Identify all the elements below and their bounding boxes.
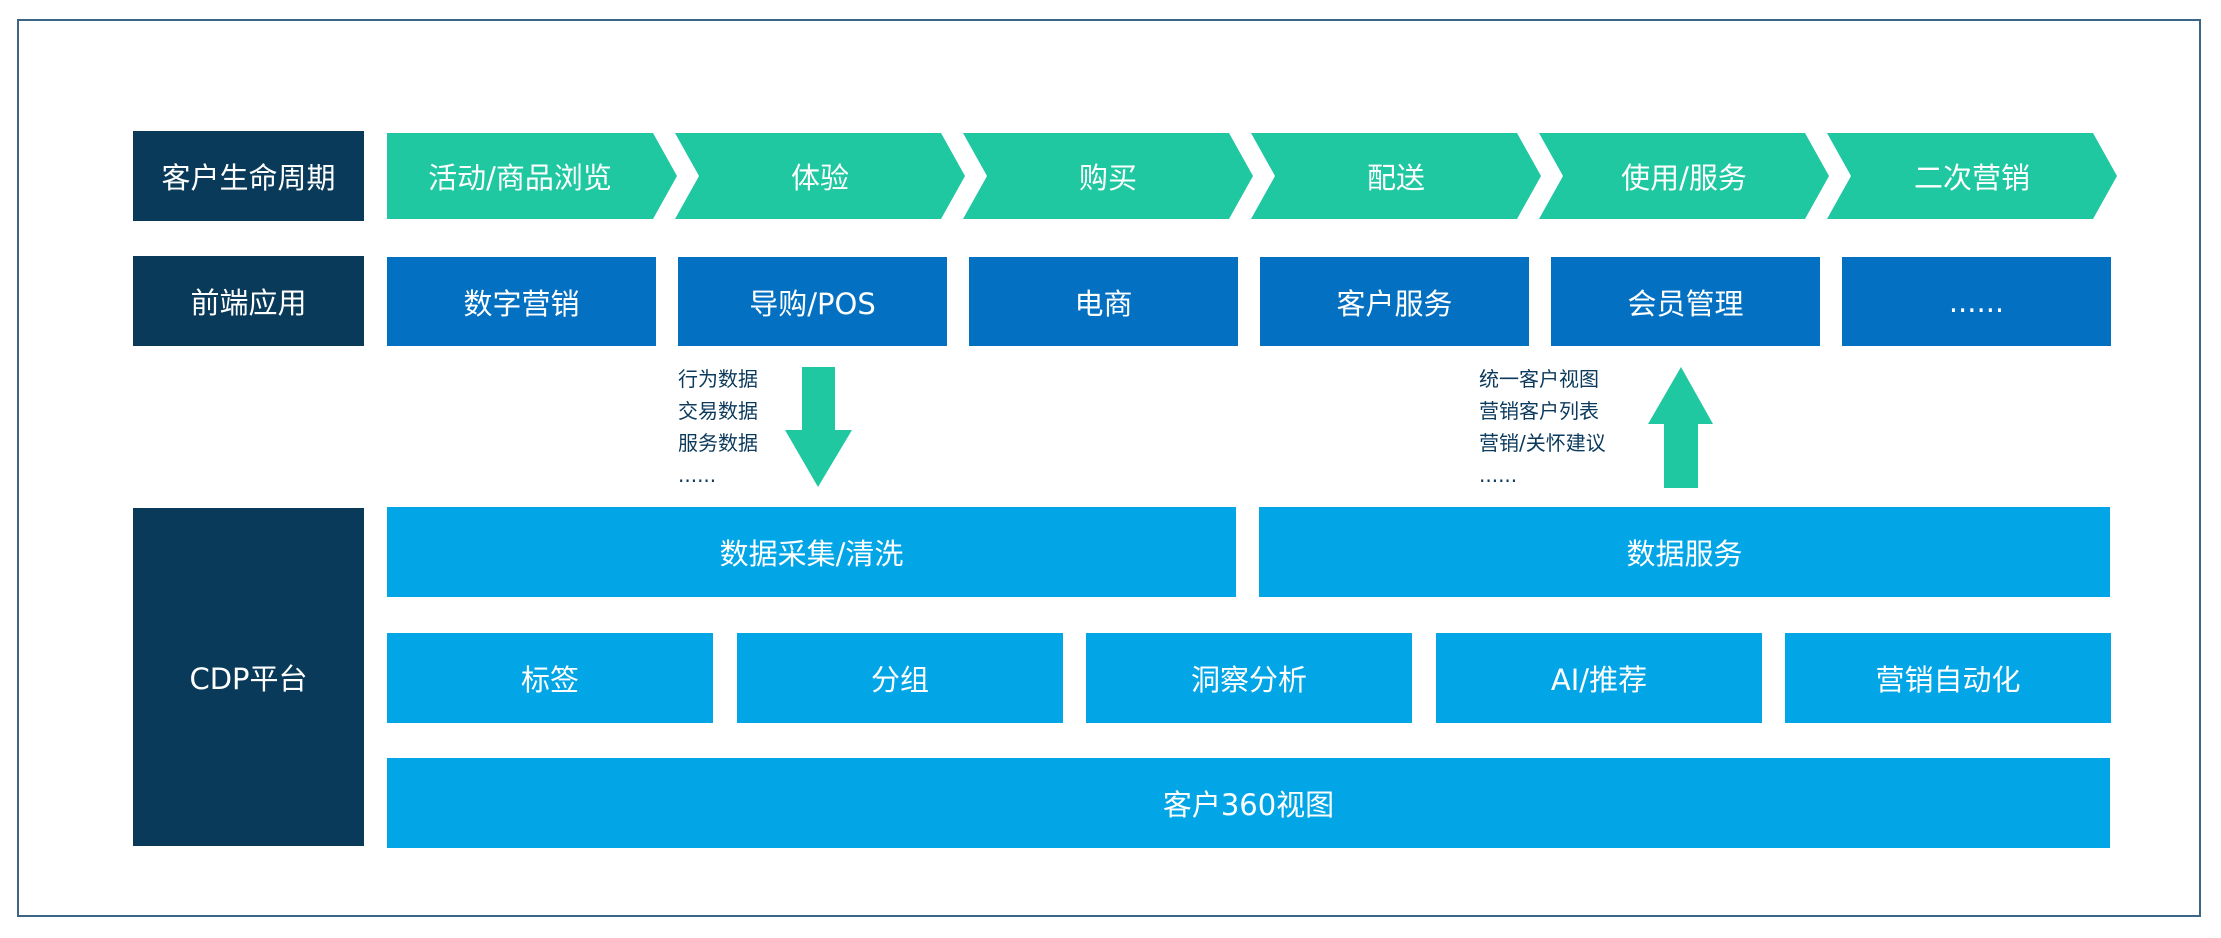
lifecycle-stage: 使用/服务 xyxy=(1539,133,1829,219)
arrow-up-icon xyxy=(1648,367,1713,488)
outbound-data-item: 营销/关怀建议 xyxy=(1479,431,1606,455)
inbound-data-item: 交易数据 xyxy=(678,399,758,423)
cdp-row-label: CDP平台 xyxy=(133,508,364,846)
cdp-capability-box: 标签 xyxy=(387,633,713,723)
inbound-data-item: 行为数据 xyxy=(678,367,758,391)
data-service-box: 数据服务 xyxy=(1259,507,2110,597)
frontend-app-box: ...... xyxy=(1842,257,2111,346)
lifecycle-stage: 配送 xyxy=(1251,133,1541,219)
data-collection-box: 数据采集/清洗 xyxy=(387,507,1236,597)
frontend-app-box: 客户服务 xyxy=(1260,257,1529,346)
frontend-app-box: 数字营销 xyxy=(387,257,656,346)
lifecycle-row-label: 客户生命周期 xyxy=(133,131,364,221)
outbound-data-item: ...... xyxy=(1479,463,1518,487)
outbound-data-item: 营销客户列表 xyxy=(1479,399,1599,423)
outbound-data-item: 统一客户视图 xyxy=(1479,367,1599,391)
lifecycle-stage: 体验 xyxy=(675,133,965,219)
frontend-row-label: 前端应用 xyxy=(133,256,364,346)
outbound-data-list: 统一客户视图 营销客户列表 营销/关怀建议 ...... xyxy=(1479,363,1606,491)
cdp-capability-box: AI/推荐 xyxy=(1436,633,1762,723)
diagram-frame xyxy=(17,19,2201,917)
inbound-data-item: 服务数据 xyxy=(678,431,758,455)
arrow-down-icon xyxy=(785,367,852,487)
inbound-data-list: 行为数据 交易数据 服务数据 ...... xyxy=(678,363,758,491)
inbound-data-item: ...... xyxy=(678,463,717,487)
customer-360-view-box: 客户360视图 xyxy=(387,758,2110,848)
lifecycle-stage: 二次营销 xyxy=(1827,133,2117,219)
cdp-capability-box: 营销自动化 xyxy=(1785,633,2111,723)
lifecycle-stage: 活动/商品浏览 xyxy=(387,133,677,219)
frontend-app-box: 导购/POS xyxy=(678,257,947,346)
frontend-app-box: 会员管理 xyxy=(1551,257,1820,346)
frontend-app-box: 电商 xyxy=(969,257,1238,346)
cdp-capability-box: 分组 xyxy=(737,633,1063,723)
cdp-capability-box: 洞察分析 xyxy=(1086,633,1412,723)
lifecycle-stage: 购买 xyxy=(963,133,1253,219)
